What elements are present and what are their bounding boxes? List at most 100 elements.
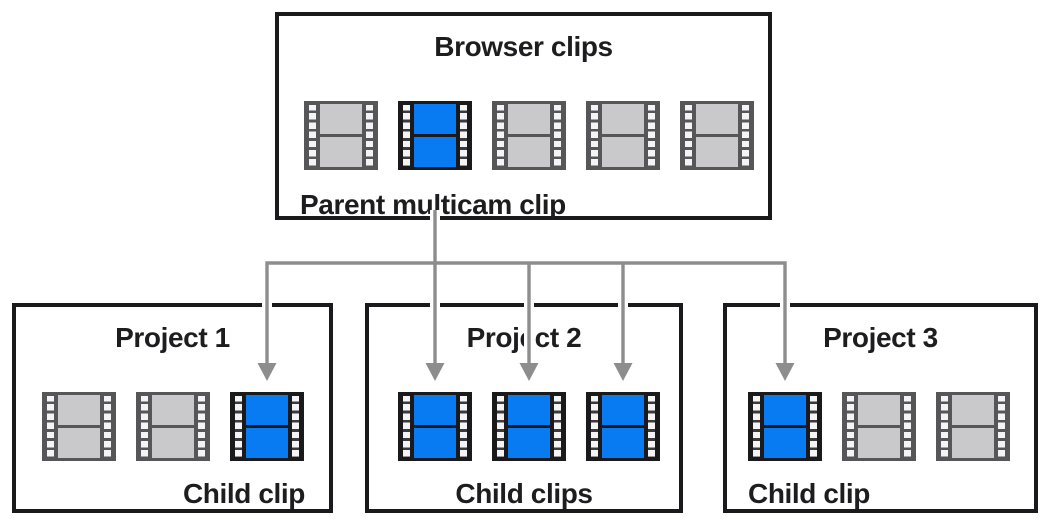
sprocket-rail [102, 395, 113, 458]
film-strip-icon [936, 392, 1010, 461]
film-frame [602, 136, 644, 167]
film-frame [764, 395, 806, 426]
film-frame [414, 104, 456, 135]
film-strip-icon [136, 392, 210, 461]
film-frame [414, 136, 456, 167]
film-frames [764, 395, 806, 458]
sprocket-rail [552, 104, 563, 167]
film-frame [858, 395, 900, 426]
sprocket-rail [683, 104, 694, 167]
child-clip-caption: Child clip [182, 478, 305, 509]
film-frames [602, 104, 644, 167]
parent-multicam-caption: Parent multicam clip [300, 189, 566, 220]
browser-clips-title: Browser clips [426, 30, 621, 64]
film-strip-icon-highlighted [230, 392, 304, 461]
browser-clip-row [304, 101, 754, 170]
sprocket-rail [996, 395, 1007, 458]
sprocket-rail [589, 104, 600, 167]
sprocket-rail [751, 395, 762, 458]
film-frame [696, 104, 738, 135]
child-clip-caption: Child clip [748, 478, 871, 509]
film-strip-icon-highlighted [398, 392, 472, 461]
sprocket-rail [646, 104, 657, 167]
project-3-title: Project 3 [815, 321, 946, 355]
film-frame [152, 395, 194, 426]
sprocket-rail [646, 395, 657, 458]
project-1-box: Project 1 Child clip [12, 303, 333, 513]
film-frames [602, 395, 644, 458]
film-frame [152, 427, 194, 458]
film-frames [414, 395, 456, 458]
film-strip-icon [492, 101, 566, 170]
film-frame [696, 136, 738, 167]
film-frame [602, 427, 644, 458]
film-frames [508, 395, 550, 458]
film-frame [246, 395, 288, 426]
film-frame [508, 136, 550, 167]
sprocket-rail [902, 395, 913, 458]
film-strip-icon-highlighted [586, 392, 660, 461]
film-frame [508, 427, 550, 458]
sprocket-rail [458, 395, 469, 458]
project-3-title-row: Project 3 [727, 321, 1034, 355]
film-strip-icon [842, 392, 916, 461]
film-frame [58, 395, 100, 426]
sprocket-rail [364, 104, 375, 167]
project-1-title: Project 1 [107, 321, 238, 355]
film-strip-icon [680, 101, 754, 170]
film-frame [320, 104, 362, 135]
sprocket-rail [233, 395, 244, 458]
film-frame [602, 395, 644, 426]
sprocket-rail [458, 104, 469, 167]
film-strip-icon-highlighted [492, 392, 566, 461]
sprocket-rail [401, 104, 412, 167]
sprocket-rail [495, 104, 506, 167]
sprocket-rail [589, 395, 600, 458]
sprocket-rail [845, 395, 856, 458]
sprocket-rail [45, 395, 56, 458]
sprocket-rail [401, 395, 412, 458]
project-3-clip-row [748, 392, 1010, 461]
browser-box-title-row: Browser clips [279, 30, 768, 64]
film-frames [320, 104, 362, 167]
film-frames [696, 104, 738, 167]
film-strip-icon-highlighted [748, 392, 822, 461]
project-2-clip-row [398, 392, 660, 461]
sprocket-rail [740, 104, 751, 167]
film-frame [58, 427, 100, 458]
film-frame [508, 395, 550, 426]
film-frame [764, 427, 806, 458]
film-frame [508, 104, 550, 135]
sprocket-rail [552, 395, 563, 458]
film-frame [246, 427, 288, 458]
sprocket-rail [307, 104, 318, 167]
film-frame [602, 104, 644, 135]
project-1-clip-row [42, 392, 304, 461]
film-strip-icon-highlighted [398, 101, 472, 170]
film-frame [858, 427, 900, 458]
film-frame [414, 427, 456, 458]
sprocket-rail [290, 395, 301, 458]
sprocket-rail [939, 395, 950, 458]
film-strip-icon [304, 101, 378, 170]
child-clips-caption: Child clips [455, 478, 593, 509]
sprocket-rail [139, 395, 150, 458]
film-frame [952, 427, 994, 458]
project-2-title-row: Project 2 [369, 321, 679, 355]
film-frames [858, 395, 900, 458]
film-frames [414, 104, 456, 167]
film-strip-icon [42, 392, 116, 461]
film-frames [246, 395, 288, 458]
sprocket-rail [495, 395, 506, 458]
film-frame [414, 395, 456, 426]
project-3-box: Project 3 Child clip [723, 303, 1038, 513]
project-2-title: Project 2 [458, 321, 590, 355]
film-frame [320, 136, 362, 167]
film-frames [508, 104, 550, 167]
project-1-title-row: Project 1 [16, 321, 329, 355]
film-strip-icon [586, 101, 660, 170]
project-2-box: Project 2 Child clips [365, 303, 683, 513]
film-frames [58, 395, 100, 458]
film-frames [952, 395, 994, 458]
